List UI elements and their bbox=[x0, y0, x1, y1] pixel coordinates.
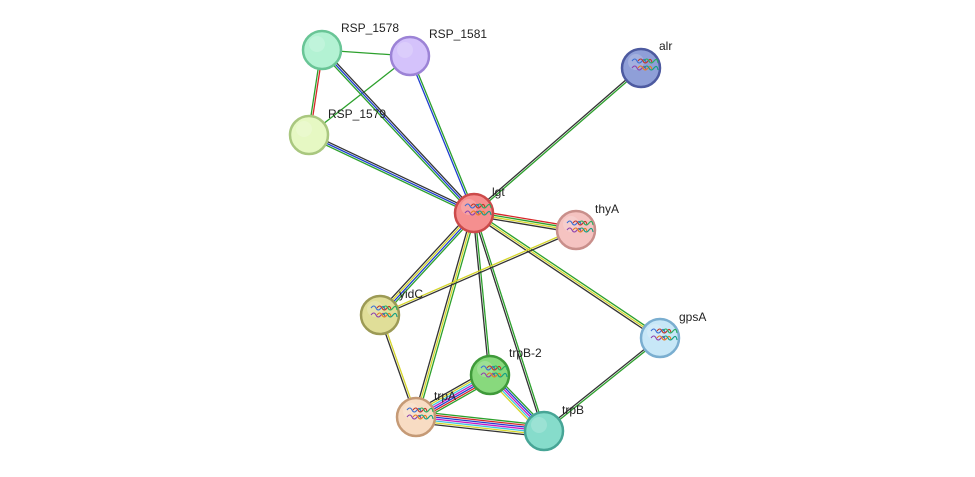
node-rsp-1581[interactable]: RSP_1581 bbox=[389, 27, 487, 77]
node-highlight bbox=[403, 403, 419, 419]
node-circle[interactable] bbox=[523, 410, 565, 452]
edge-yidc-thya[interactable] bbox=[379, 228, 577, 317]
edge-trpa-trpb[interactable] bbox=[415, 410, 545, 438]
node-label: thyA bbox=[595, 202, 619, 216]
edge-evidence-neighborhood bbox=[417, 213, 477, 418]
node-label: trpA bbox=[434, 389, 456, 403]
node-label: trpB-2 bbox=[509, 346, 542, 360]
edge-lgt-gpsa[interactable] bbox=[472, 210, 662, 341]
edge-evidence-neighborhood bbox=[381, 214, 477, 318]
edge-evidence-textmining bbox=[415, 420, 544, 436]
edge-rsp-1581-rsp-1579[interactable] bbox=[308, 55, 411, 136]
node-label: alr bbox=[659, 39, 672, 53]
node-label: lgt bbox=[492, 185, 505, 199]
edge-evidence-textmining bbox=[473, 212, 661, 339]
node-trpb[interactable]: trpB bbox=[523, 403, 584, 452]
node-highlight bbox=[309, 36, 325, 52]
node-label: RSP_1581 bbox=[429, 27, 487, 41]
edge-evidence-neighborhood bbox=[474, 212, 546, 431]
node-circle[interactable] bbox=[389, 35, 431, 77]
node-circle[interactable] bbox=[288, 114, 330, 156]
edge-evidence-neighborhood bbox=[474, 212, 492, 375]
node-thya[interactable]: thyA bbox=[555, 202, 619, 251]
node-circle[interactable] bbox=[301, 29, 343, 71]
edge-evidence-coexpression bbox=[309, 132, 476, 212]
edge-evidence-neighborhood bbox=[474, 210, 662, 337]
edge-evidence-cooccurrence bbox=[380, 213, 476, 317]
node-alr[interactable]: alr bbox=[620, 39, 672, 89]
node-highlight bbox=[647, 324, 663, 340]
edge-evidence-coexpression bbox=[377, 210, 473, 314]
edge-evidence-experiments bbox=[415, 416, 545, 432]
edge-evidence-neighborhood bbox=[308, 55, 411, 136]
edge-evidence-neighborhood bbox=[307, 136, 474, 216]
node-lgt[interactable]: lgt bbox=[453, 185, 505, 234]
edge-evidence-databases bbox=[415, 418, 544, 434]
edge-evidence-textmining bbox=[378, 211, 474, 315]
edge-evidence-cooccurrence bbox=[321, 49, 475, 214]
edge-evidence-cooccurrence bbox=[408, 56, 474, 214]
node-highlight bbox=[397, 42, 413, 58]
node-label: RSP_1578 bbox=[341, 21, 399, 35]
edge-evidence-coexpression bbox=[413, 212, 473, 417]
node-highlight bbox=[461, 199, 477, 215]
node-yidc[interactable]: yidC bbox=[359, 287, 423, 336]
edge-evidence-textmining bbox=[379, 228, 576, 315]
edge-evidence-cooccurrence bbox=[308, 134, 475, 214]
node-highlight bbox=[477, 361, 493, 377]
edge-evidence-neighborhood bbox=[544, 338, 662, 433]
node-highlight bbox=[563, 216, 579, 232]
edge-evidence-coexpression bbox=[542, 336, 660, 431]
node-rsp-1579[interactable]: RSP_1579 bbox=[288, 107, 386, 156]
edge-evidence-coexpression bbox=[472, 66, 641, 213]
edge-evidence-coexpression bbox=[380, 230, 577, 317]
edge-evidence-fusion bbox=[416, 412, 545, 428]
node-highlight bbox=[628, 54, 644, 70]
edge-lgt-trpb-2[interactable] bbox=[472, 212, 492, 376]
node-highlight bbox=[367, 301, 383, 317]
node-highlight bbox=[296, 121, 312, 137]
node-label: gpsA bbox=[679, 310, 706, 324]
edge-evidence-coexpression bbox=[322, 48, 476, 213]
node-rsp-1578[interactable]: RSP_1578 bbox=[301, 21, 399, 71]
edge-rsp-1579-lgt[interactable] bbox=[307, 132, 476, 216]
edge-alr-lgt[interactable] bbox=[472, 66, 643, 215]
node-label: yidC bbox=[399, 287, 423, 301]
edge-evidence-cooccurrence bbox=[416, 414, 545, 430]
edge-lgt-trpb[interactable] bbox=[472, 212, 546, 432]
edge-evidence-neighborhood bbox=[474, 68, 643, 215]
node-trpa[interactable]: trpA bbox=[395, 389, 456, 438]
edge-gpsa-trpb[interactable] bbox=[542, 336, 662, 433]
node-highlight bbox=[531, 417, 547, 433]
edge-lgt-yidc[interactable] bbox=[377, 210, 477, 318]
edge-evidence-neighborhood bbox=[320, 50, 474, 215]
edge-evidence-neighborhood bbox=[410, 55, 476, 213]
node-gpsa[interactable]: gpsA bbox=[639, 310, 706, 359]
edge-evidence-coexpression bbox=[472, 214, 660, 341]
node-label: trpB bbox=[562, 403, 584, 417]
edge-evidence-coexpression bbox=[415, 422, 544, 438]
edge-lgt-trpa[interactable] bbox=[413, 212, 477, 418]
edge-rsp-1578-lgt[interactable] bbox=[320, 48, 476, 215]
edge-evidence-neighborhood bbox=[416, 410, 545, 426]
node-label: RSP_1579 bbox=[328, 107, 386, 121]
edge-evidence-coexpression bbox=[472, 213, 490, 376]
edge-rsp-1581-lgt[interactable] bbox=[408, 55, 476, 214]
edge-evidence-coexpression bbox=[472, 213, 544, 432]
edge-evidence-textmining bbox=[415, 212, 475, 418]
